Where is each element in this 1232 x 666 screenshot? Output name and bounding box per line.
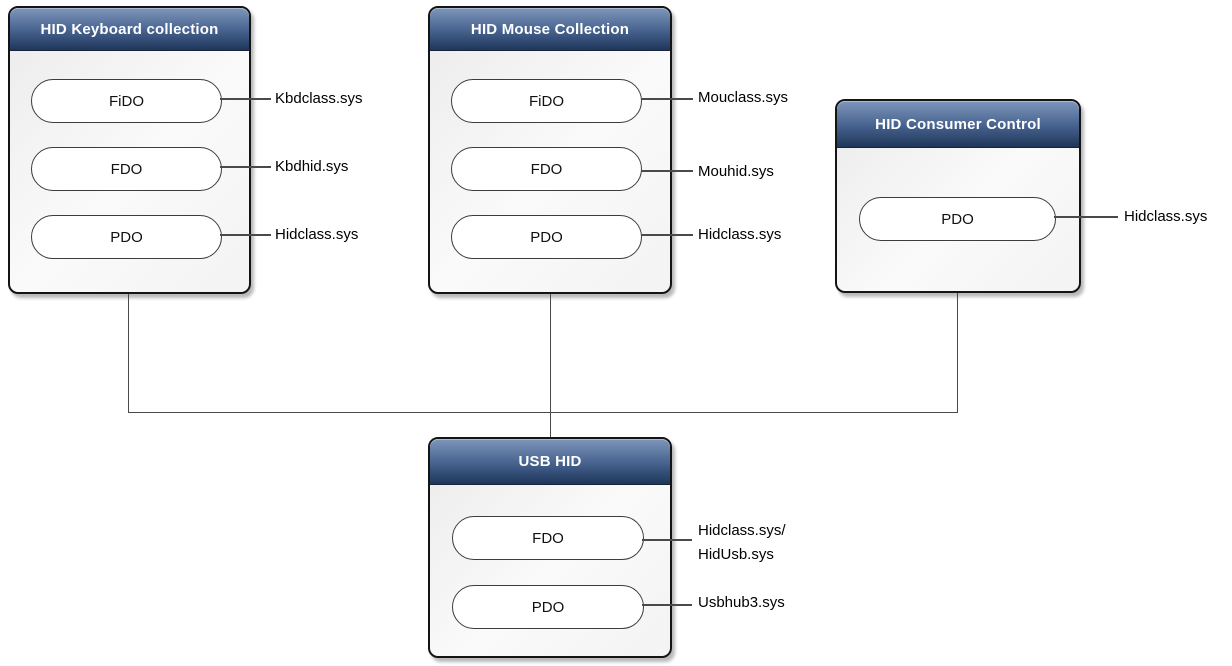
driver-label-consumer-hidclass: Hidclass.sys [1124, 208, 1208, 225]
node-title-keyboard: HID Keyboard collection [10, 8, 249, 51]
driver-label-mouhid: Mouhid.sys [698, 163, 774, 180]
connector-horizontal-bus [128, 412, 958, 414]
pill-label: PDO [530, 228, 563, 246]
node-hid-mouse-collection: HID Mouse Collection FiDO FDO PDO [428, 6, 672, 294]
stub-line-mouhid [641, 170, 693, 172]
pill-label: FDO [530, 160, 563, 178]
driver-label-kbd-hidclass: Hidclass.sys [275, 226, 359, 243]
pill-label: PDO [531, 598, 565, 616]
pill-keyboard-fido: FiDO [31, 79, 222, 123]
pill-usb-fdo: FDO [452, 516, 644, 560]
pill-label: FiDO [529, 92, 564, 110]
pill-mouse-fdo: FDO [451, 147, 642, 191]
connector-consumer-vertical [957, 293, 959, 412]
connector-keyboard-vertical [128, 294, 130, 412]
pill-consumer-pdo: PDO [859, 197, 1056, 241]
stub-line-consumer-hidclass [1054, 216, 1118, 218]
pill-label: FDO [532, 529, 564, 547]
stub-line-mouse-hidclass [641, 234, 693, 236]
node-title-mouse: HID Mouse Collection [430, 8, 670, 51]
driver-label-mouse-hidclass: Hidclass.sys [698, 226, 782, 243]
connector-mouse-vertical [550, 294, 552, 437]
driver-label-usbhub3: Usbhub3.sys [698, 594, 785, 611]
driver-label-hidclass-hidusb: Hidclass.sys/ HidUsb.sys [698, 522, 786, 563]
stub-line-usbhub3 [642, 604, 692, 606]
node-hid-consumer-control: HID Consumer Control PDO [835, 99, 1081, 293]
stub-line-kbdhid [220, 166, 271, 168]
driver-label-kbdclass: Kbdclass.sys [275, 90, 363, 107]
pill-label: PDO [941, 210, 974, 228]
driver-label-mouclass: Mouclass.sys [698, 89, 789, 106]
pill-label: PDO [110, 228, 143, 246]
stub-line-kbd-hidclass [220, 234, 271, 236]
stub-line-kbdclass [220, 98, 271, 100]
node-title-usb: USB HID [430, 439, 670, 485]
pill-label: FiDO [109, 92, 144, 110]
pill-mouse-fido: FiDO [451, 79, 642, 123]
stub-line-mouclass [641, 98, 693, 100]
node-hid-keyboard-collection: HID Keyboard collection FiDO FDO PDO [8, 6, 251, 294]
node-usb-hid: USB HID FDO PDO [428, 437, 672, 658]
node-title-consumer: HID Consumer Control [837, 101, 1079, 148]
driver-label-kbdhid: Kbdhid.sys [275, 158, 349, 175]
pill-mouse-pdo: PDO [451, 215, 642, 259]
pill-label: FDO [110, 160, 143, 178]
pill-keyboard-pdo: PDO [31, 215, 222, 259]
pill-keyboard-fdo: FDO [31, 147, 222, 191]
pill-usb-pdo: PDO [452, 585, 644, 629]
stub-line-usb-fdo [642, 539, 692, 541]
